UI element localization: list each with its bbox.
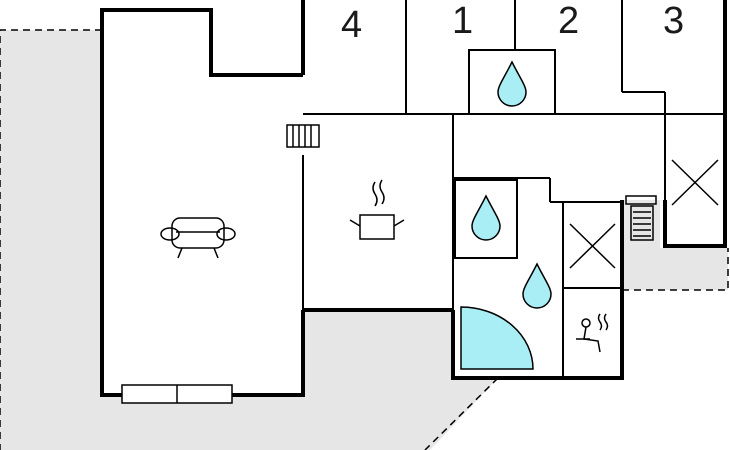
room-number-4: 4 <box>341 4 362 46</box>
storage-cross-icon <box>569 223 616 269</box>
living-room <box>100 0 305 397</box>
terrace-area <box>0 29 499 450</box>
bathroom-block <box>451 114 624 380</box>
room-number-2: 2 <box>558 0 579 42</box>
window <box>121 384 233 404</box>
side-terrace <box>622 200 729 291</box>
room-3-block <box>663 113 727 248</box>
radiator-icon <box>286 124 320 148</box>
water-drop-icon <box>471 194 501 241</box>
shower-icon <box>460 306 534 370</box>
room-number-1: 1 <box>452 0 473 42</box>
room-number-3: 3 <box>663 0 684 42</box>
cooking-pot-icon <box>349 179 405 240</box>
water-drop-icon <box>522 262 552 309</box>
sofa-icon <box>160 217 236 259</box>
radiator-icon <box>625 195 657 241</box>
bedrooms <box>405 0 727 115</box>
sauna-icon <box>576 313 609 353</box>
water-drop-icon <box>497 60 527 107</box>
